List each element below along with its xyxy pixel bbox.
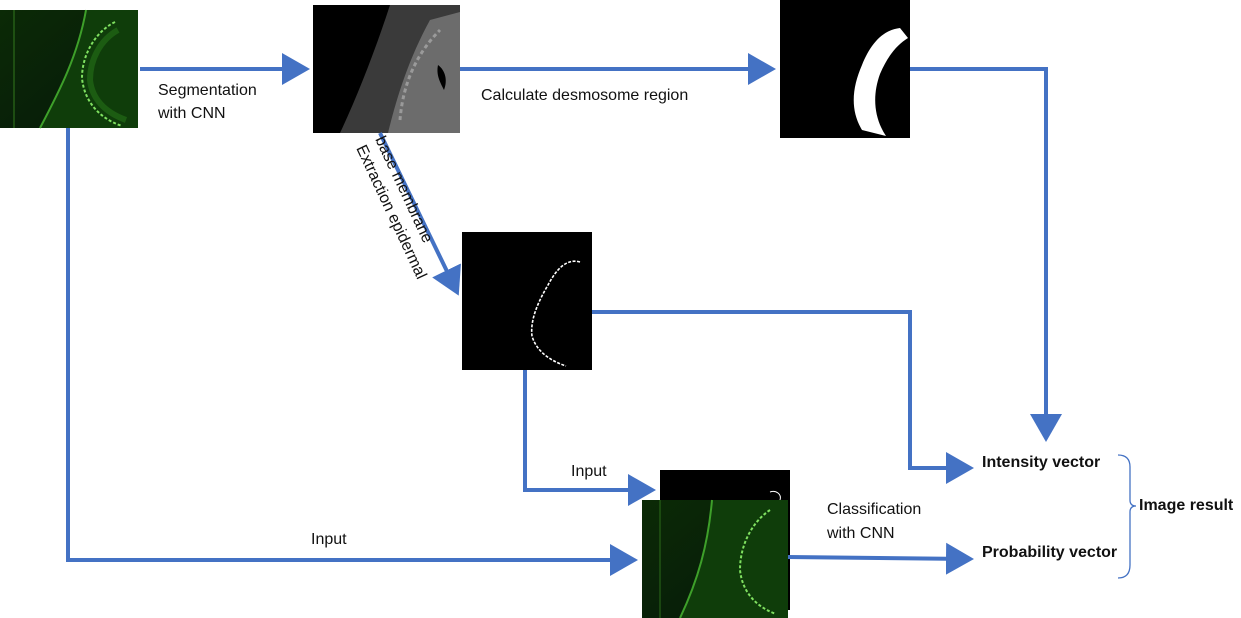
classification-input-stack	[642, 470, 790, 618]
label-classification-line2: with CNN	[826, 525, 895, 542]
label-segmentation-line2: with CNN	[157, 105, 226, 122]
label-intensity-vector: Intensity vector	[982, 454, 1100, 471]
arrow-input-to-classification	[66, 128, 638, 576]
arrow-classification-to-probability	[787, 542, 974, 575]
arrow-segmentation-to-membrane	[378, 132, 461, 296]
label-desmosome: Calculate desmosome region	[481, 87, 688, 104]
arrow-desmosome-to-intensity	[910, 67, 1062, 442]
segmentation-result-image	[313, 5, 460, 133]
result-brace	[1117, 454, 1137, 579]
input-fluorescence-image	[0, 9, 138, 129]
desmosome-region-image	[780, 0, 910, 138]
label-segmentation-line1: Segmentation	[158, 82, 257, 99]
label-input-upper: Input	[571, 463, 607, 480]
label-probability-vector: Probability vector	[982, 544, 1117, 561]
label-image-result: Image result	[1139, 497, 1234, 514]
label-input-lower: Input	[311, 531, 347, 548]
base-membrane-image	[462, 232, 592, 370]
label-extraction-group: Extraction epidermal base membrane	[352, 134, 435, 282]
arrow-membrane-to-intensity	[592, 310, 974, 484]
label-classification-line1: Classification	[827, 501, 921, 518]
arrow-membrane-to-classification	[523, 370, 656, 506]
